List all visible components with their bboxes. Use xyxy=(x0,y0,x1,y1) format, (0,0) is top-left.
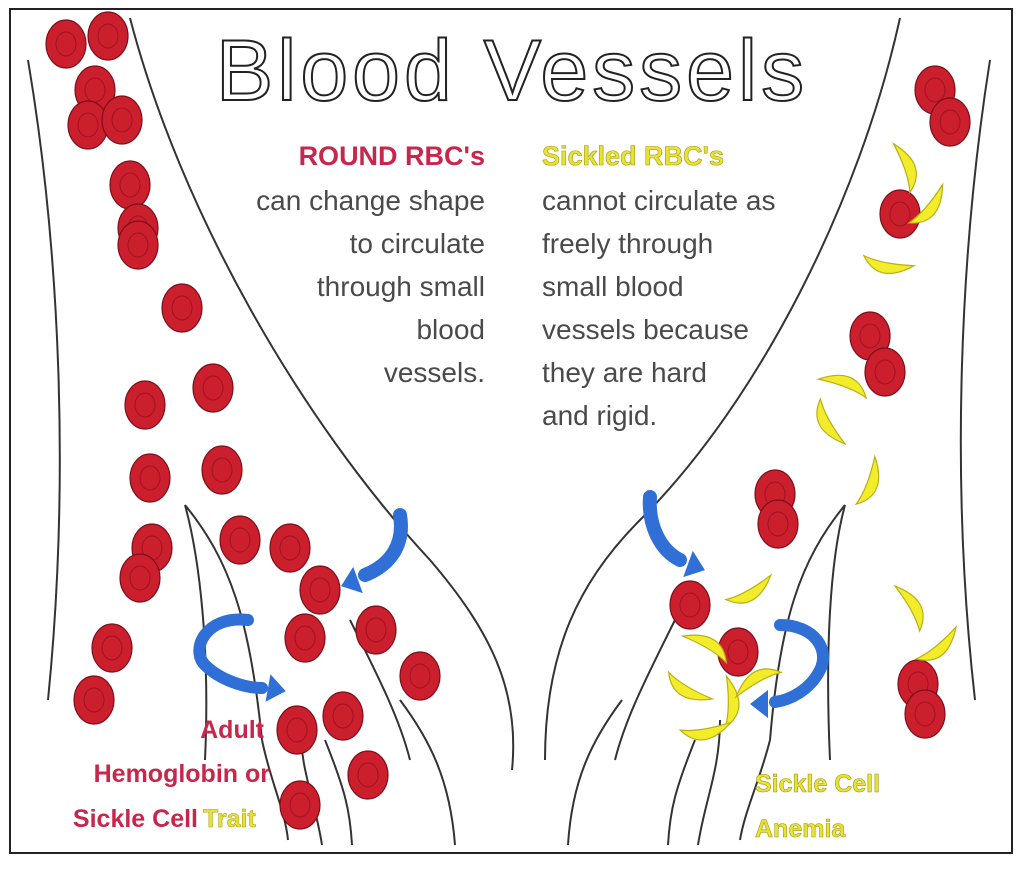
sickle-cell xyxy=(888,586,928,631)
left-text-line: can change shape xyxy=(256,185,485,216)
rbc-cell xyxy=(220,516,260,564)
sickle-cell xyxy=(840,456,891,505)
left-text-line: vessels. xyxy=(384,357,485,388)
rbc-cell xyxy=(280,781,320,829)
right-text-line: vessels because xyxy=(542,314,749,345)
rbc-cell xyxy=(300,566,340,614)
hemoglobin-label: Hemoglobin or xyxy=(94,760,271,788)
anemia-label: Anemia xyxy=(755,815,846,843)
left-text-line: blood xyxy=(416,314,485,345)
sickle-cell xyxy=(880,144,925,193)
trait-label: Trait xyxy=(203,805,256,833)
rbc-cell xyxy=(110,161,150,209)
rbc-cell xyxy=(880,190,920,238)
rbc-cell xyxy=(193,364,233,412)
sickle-cell xyxy=(667,661,712,710)
rbc-cell xyxy=(758,500,798,548)
rbc-cell xyxy=(130,454,170,502)
left-text-line: to circulate xyxy=(350,228,485,259)
right-text-line: cannot circulate as xyxy=(542,185,775,216)
rbc-cell xyxy=(400,652,440,700)
round-rbc-cluster-left xyxy=(46,12,440,829)
rbc-cell xyxy=(323,692,363,740)
right-text-line: and rigid. xyxy=(542,400,657,431)
sickled-rbc-heading: Sickled RBC's xyxy=(542,141,724,171)
round-rbc-heading: ROUND RBC's xyxy=(299,141,485,171)
rbc-cell xyxy=(202,446,242,494)
rbc-cell xyxy=(670,581,710,629)
sickle-cell xyxy=(863,235,914,287)
rbc-cell xyxy=(270,524,310,572)
right-text-line: freely through xyxy=(542,228,713,259)
sickle-cell xyxy=(726,568,771,608)
rbc-cell xyxy=(118,221,158,269)
rbc-cell xyxy=(92,624,132,672)
sickle-cell xyxy=(916,627,956,660)
rbc-cell xyxy=(102,96,142,144)
arrow-left-upper xyxy=(336,515,401,599)
rbc-cell xyxy=(74,676,114,724)
sickle-cell-anemia-label: Sickle Cell xyxy=(755,770,880,798)
arrow-right-upper xyxy=(650,497,710,583)
sickle-cell xyxy=(818,362,867,413)
page-title: Blood Vessels xyxy=(216,23,808,119)
rbc-cell xyxy=(46,20,86,68)
rbc-cell xyxy=(905,690,945,738)
rbc-cell xyxy=(277,706,317,754)
right-text-line: small blood xyxy=(542,271,684,302)
rbc-cell xyxy=(162,284,202,332)
sickle-cell xyxy=(812,399,852,444)
left-text-line: through small xyxy=(317,271,485,302)
rbc-cell xyxy=(865,348,905,396)
rbc-cell xyxy=(348,751,388,799)
rbc-cell xyxy=(120,554,160,602)
sickle-cell xyxy=(683,625,728,674)
rbc-cell xyxy=(88,12,128,60)
right-text-line: they are hard xyxy=(542,357,707,388)
arrow-left-lower xyxy=(199,620,288,705)
rbc-cell xyxy=(285,614,325,662)
sickle-cell xyxy=(680,702,731,751)
sickle-cell-label: Sickle Cell xyxy=(73,805,198,833)
adult-label: Adult xyxy=(200,716,265,744)
rbc-cell xyxy=(930,98,970,146)
rbc-cell xyxy=(356,606,396,654)
rbc-cell xyxy=(125,381,165,429)
vessel-walls xyxy=(28,18,990,845)
